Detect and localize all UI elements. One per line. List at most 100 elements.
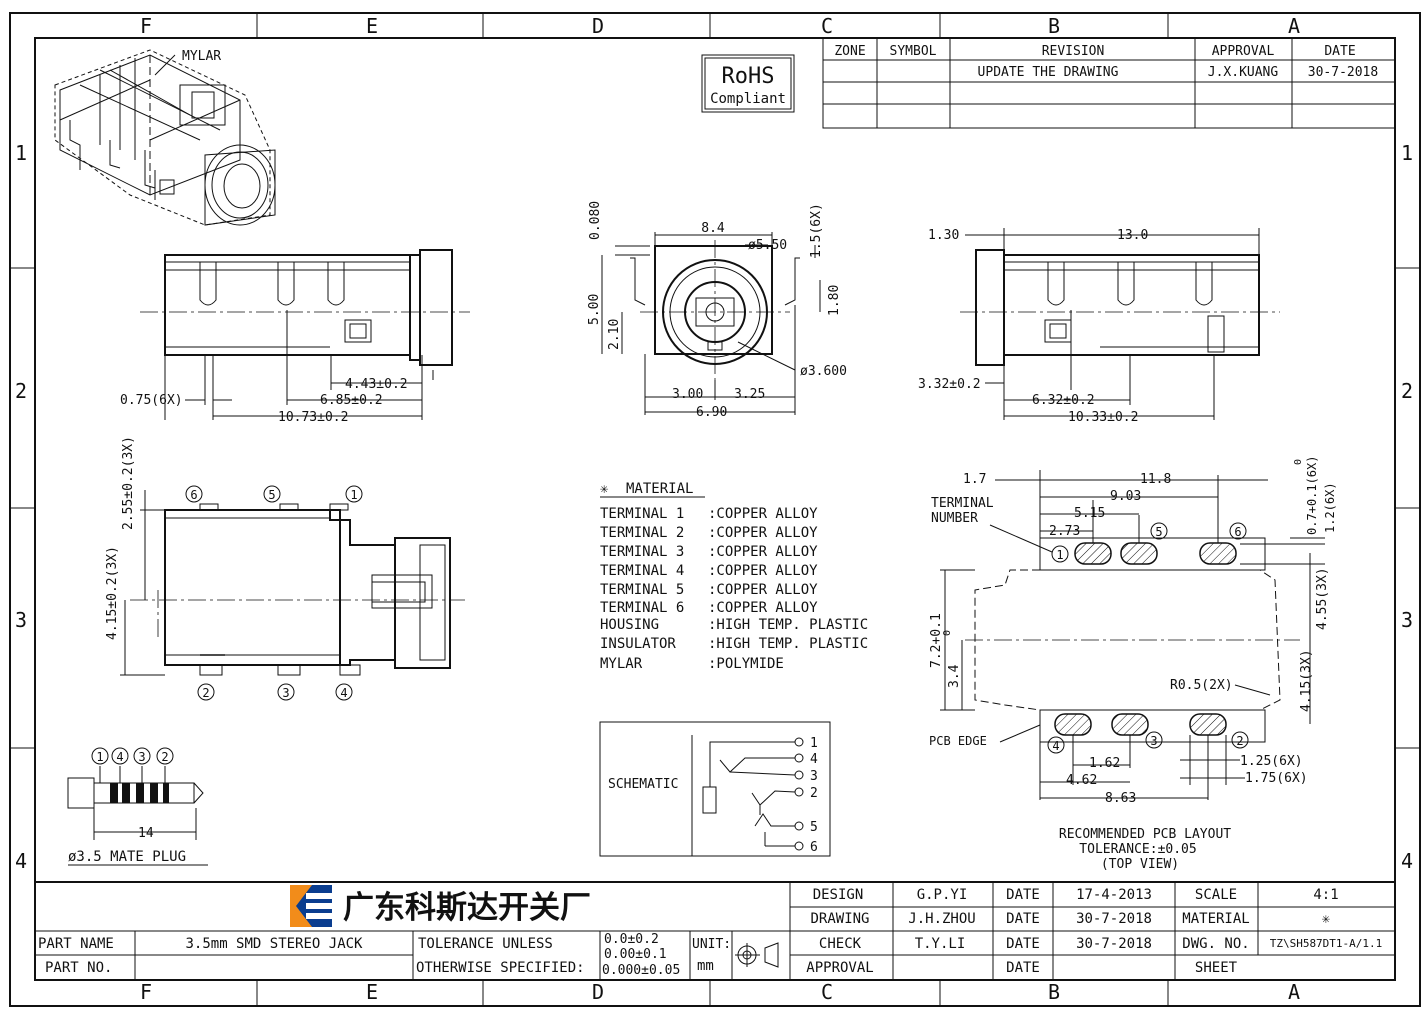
revision-cell: 30-7-2018: [1308, 65, 1378, 80]
dim-label: 1.30: [928, 228, 959, 243]
pin-number: 1: [96, 750, 103, 764]
top-view: 2.55±0.2(3X) 4.15±0.2(3X) 6 5 1 2 3 4: [105, 436, 465, 701]
pin-number: 1: [350, 488, 357, 502]
material-title: MATERIAL: [626, 481, 693, 497]
material-value: :HIGH TEMP. PLASTIC: [708, 617, 868, 633]
material-value: :COPPER ALLOY: [708, 600, 818, 616]
material-value: :COPPER ALLOY: [708, 506, 818, 522]
dim-label: 4.15(3X): [1299, 649, 1314, 712]
column-label: B: [1048, 980, 1060, 1004]
dim-label: 6.85±0.2: [320, 393, 383, 408]
dim-label: 6.90: [696, 405, 727, 420]
pin-number: 4: [116, 750, 123, 764]
material-mark: ✳: [600, 481, 609, 497]
mate-plug: 1 4 3 2 14 ø3.5 MATE PLUG: [67, 747, 208, 866]
dim-label: 3.4: [947, 664, 962, 688]
row-label: 3: [15, 608, 27, 632]
revision-header: APPROVAL: [1212, 44, 1275, 59]
rohs-badge: RoHS Compliant: [701, 54, 795, 113]
dim-label: 4.62: [1066, 773, 1097, 788]
row-label: 2: [1401, 379, 1413, 403]
dim-label: 1.25(6X): [1240, 754, 1303, 769]
schematic-label: SCHEMATIC: [608, 777, 678, 792]
mylar-label: MYLAR: [182, 49, 221, 64]
date-label: DATE: [1006, 936, 1040, 952]
revision-header: ZONE: [834, 44, 865, 59]
drawing-value: J.H.ZHOU: [908, 911, 975, 927]
date-label: DATE: [1006, 960, 1040, 976]
title-block: 广东科斯达开关厂 PART NAME 3.5mm SMD STEREO JACK…: [35, 881, 1395, 980]
revision-header: REVISION: [1042, 44, 1105, 59]
dim-label: 8.4: [701, 221, 725, 236]
dim-label: 14: [138, 826, 154, 841]
dim-label: 2.73: [1049, 524, 1080, 539]
dim-label: 11.8: [1140, 472, 1171, 487]
pin-number: 3: [282, 686, 289, 700]
drawing-label: DRAWING: [810, 911, 869, 927]
dim-label: 10.73±0.2: [278, 410, 348, 425]
company-logo-icon: [290, 885, 332, 927]
unit-label: UNIT:: [692, 937, 731, 952]
row-label: 1: [1401, 141, 1413, 165]
dim-label: 5.00: [587, 294, 602, 325]
dim-label: 9.03: [1110, 489, 1141, 504]
row-label: 4: [1401, 849, 1413, 873]
dim-label: 1.75(6X): [1245, 771, 1308, 786]
dim-label: 4.15±0.2(3X): [105, 546, 120, 640]
date-value: 17-4-2013: [1076, 887, 1152, 903]
column-label: D: [592, 14, 604, 38]
material-name: TERMINAL 1: [600, 506, 684, 522]
dim-label: 1.7: [963, 472, 986, 487]
date-value: 30-7-2018: [1076, 911, 1152, 927]
dim-label: 6.32±0.2: [1032, 393, 1095, 408]
tolerance-value: 0.000±0.05: [602, 963, 680, 978]
pin-number: 2: [202, 686, 209, 700]
tolerance-label: TOLERANCE UNLESS: [418, 936, 553, 952]
part-name-label: PART NAME: [38, 936, 114, 952]
material-name: TERMINAL 2: [600, 525, 684, 541]
dwg-no-value: TZ\SH587DT1-A/1.1: [1270, 937, 1383, 950]
pin-number: 4: [340, 686, 347, 700]
dim-label: 7.2+0.1: [929, 613, 944, 668]
dim-label: 4.43±0.2: [345, 377, 408, 392]
plug-label: ø3.5 MATE PLUG: [68, 849, 186, 865]
schematic-pin: 1: [810, 736, 818, 751]
pin-number: 6: [190, 488, 197, 502]
material-value: :HIGH TEMP. PLASTIC: [708, 636, 868, 652]
part-no-label: PART NO.: [45, 960, 112, 976]
material-name: TERMINAL 3: [600, 544, 684, 560]
company-name: 广东科斯达开关厂: [343, 890, 591, 926]
design-label: DESIGN: [813, 887, 864, 903]
tolerance-value: 0.00±0.1: [604, 947, 667, 962]
dim-label: 3.25: [734, 387, 765, 402]
row-label: 1: [15, 141, 27, 165]
schematic-pin: 3: [810, 769, 818, 784]
dim-label: 1.5(6X): [809, 203, 824, 258]
rohs-subtitle: Compliant: [710, 91, 786, 107]
revision-table: ZONE SYMBOL REVISION APPROVAL DATE UPDAT…: [822, 37, 1396, 129]
dim-label: 3.32±0.2: [918, 377, 981, 392]
material-value: :COPPER ALLOY: [708, 525, 818, 541]
column-label: A: [1288, 980, 1300, 1004]
scale-value: 4:1: [1313, 887, 1338, 903]
side-view-right: 1.30 13.0 3.32±0.2 6.32±0.2 10.33±0.2: [918, 228, 1280, 425]
schematic-pin: 4: [810, 752, 818, 767]
column-label: F: [140, 14, 152, 38]
material-name: TERMINAL 4: [600, 563, 684, 579]
unit-value: mm: [697, 958, 714, 974]
column-label: E: [366, 14, 378, 38]
column-label: C: [821, 14, 833, 38]
material-value: :COPPER ALLOY: [708, 544, 818, 560]
column-labels-top: F E D C B A: [140, 14, 1300, 38]
scale-label: SCALE: [1195, 887, 1237, 903]
row-label: 3: [1401, 608, 1413, 632]
pin-number: 3: [138, 750, 145, 764]
revision-cell: J.X.KUANG: [1208, 65, 1279, 80]
terminal-label: NUMBER: [931, 511, 978, 526]
tolerance-value: 0.0±0.2: [604, 932, 659, 947]
material-name: INSULATOR: [600, 636, 676, 652]
column-label: B: [1048, 14, 1060, 38]
pin-number: 2: [1236, 734, 1243, 748]
front-view: 8.4 ø5.50 1.5(6X) 0.080 5.00 2.10 1.80 ø…: [587, 201, 847, 420]
pcb-caption: RECOMMENDED PCB LAYOUT: [1059, 827, 1231, 842]
